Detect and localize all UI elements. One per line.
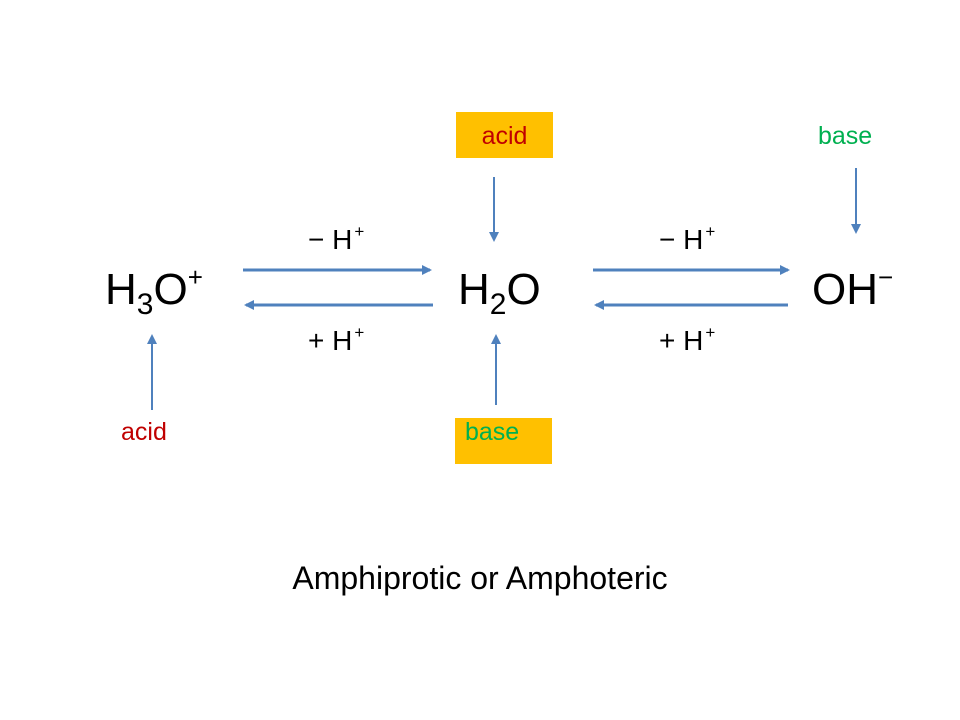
water-base-highlight [455, 418, 552, 464]
species-water: H2O [458, 265, 541, 320]
label-text: − H [659, 224, 704, 255]
label-charge: + [354, 222, 365, 241]
water-acid-label: acid [481, 122, 528, 150]
hydronium-h: H [105, 265, 137, 314]
label-charge: + [354, 323, 365, 342]
hydroxide-formula: OH [812, 265, 878, 314]
water-h: H [458, 265, 490, 314]
label-lose-proton-right: − H+ [659, 223, 715, 255]
water-subscript: 2 [489, 288, 507, 321]
label-gain-proton-left: + H+ [308, 324, 364, 356]
water-o: O [506, 265, 541, 314]
label-text: + H [308, 325, 353, 356]
caption: Amphiprotic or Amphoteric [292, 560, 668, 596]
hydronium-o: O [153, 265, 188, 314]
species-hydronium: H3O+ [105, 264, 203, 320]
label-text: − H [308, 224, 353, 255]
hydroxide-charge: − [878, 262, 894, 292]
water-base-label: base [465, 418, 520, 446]
hydroxide-base-label: base [818, 122, 873, 150]
label-gain-proton-right: + H+ [659, 324, 715, 356]
label-charge: + [705, 222, 716, 241]
label-charge: + [705, 323, 716, 342]
water-acid-highlight [456, 112, 553, 158]
hydronium-acid-label: acid [121, 418, 167, 446]
hydronium-subscript: 3 [136, 288, 154, 321]
species-hydroxide: OH− [812, 264, 893, 314]
label-lose-proton-left: − H+ [308, 223, 364, 255]
hydronium-charge: + [187, 262, 203, 292]
label-text: + H [659, 325, 704, 356]
